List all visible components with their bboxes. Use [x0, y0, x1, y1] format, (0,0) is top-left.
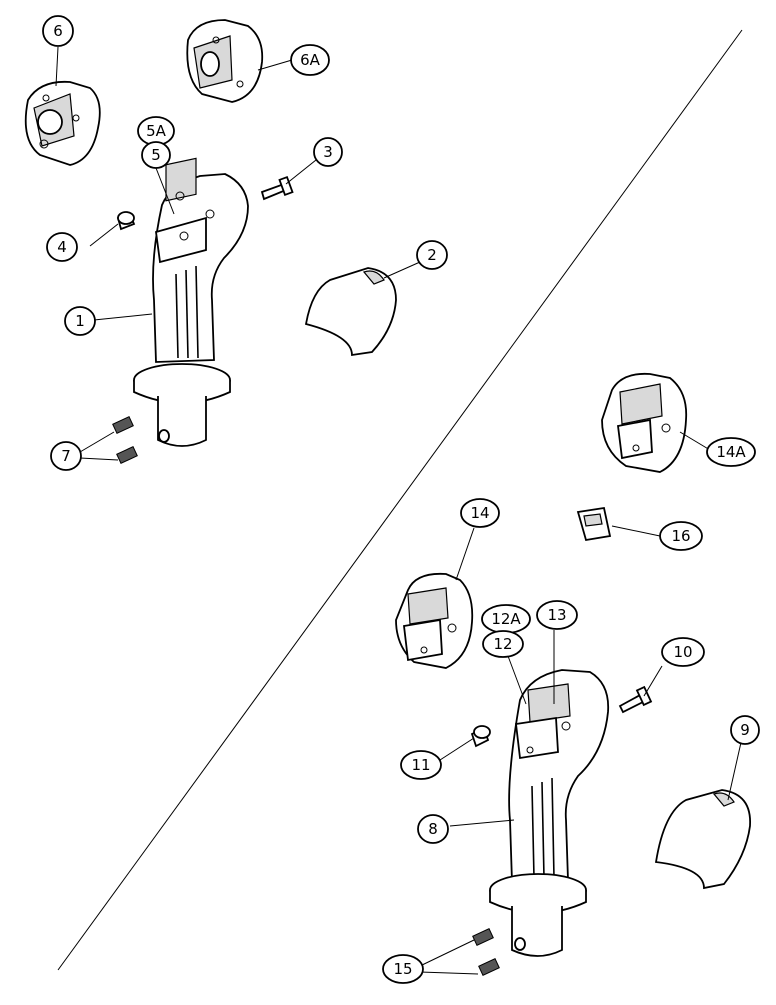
callout-5-label: 5 — [151, 146, 161, 164]
part-10-bolt — [618, 685, 653, 714]
callout-14a: 14A — [706, 437, 756, 467]
callout-15-label: 15 — [393, 960, 412, 978]
part-7-set-screws — [112, 416, 138, 464]
part-15-set-screws — [472, 928, 500, 976]
callout-4: 4 — [46, 232, 78, 262]
callout-6-label: 6 — [53, 22, 63, 40]
callout-3: 3 — [313, 137, 343, 167]
callout-7: 7 — [50, 441, 82, 471]
callout-2: 2 — [416, 240, 448, 270]
callout-1-label: 1 — [75, 312, 85, 330]
callout-14-label: 14 — [470, 504, 489, 522]
callout-7-label: 7 — [61, 447, 71, 465]
callout-5a-label: 5A — [146, 122, 167, 140]
callout-14a-label: 14A — [716, 443, 746, 461]
callout-6a: 6A — [290, 44, 330, 76]
callout-6: 6 — [42, 15, 74, 47]
callout-5a: 5A — [137, 116, 175, 146]
callout-2-label: 2 — [427, 246, 437, 264]
callout-12-label: 12 — [493, 635, 512, 653]
part-1-joystick-handle — [133, 157, 249, 447]
callout-13: 13 — [536, 600, 578, 630]
callout-3-label: 3 — [323, 143, 333, 161]
divider-line — [57, 29, 743, 971]
part-3-bolt — [260, 175, 294, 201]
part-9-rear-shroud — [654, 789, 751, 890]
part-6-switch-cover — [24, 80, 101, 166]
leader-lines — [55, 46, 743, 975]
callout-15: 15 — [382, 954, 424, 984]
callout-9-label: 9 — [740, 721, 750, 739]
callout-12: 12 — [482, 630, 524, 658]
part-4-screw — [116, 211, 136, 231]
callout-11-label: 11 — [411, 756, 430, 774]
part-6a-switch-cover — [186, 19, 264, 103]
callout-16-label: 16 — [671, 527, 690, 545]
part-16-rocker-switch — [576, 506, 612, 542]
callout-5: 5 — [141, 141, 171, 169]
callout-9: 9 — [730, 715, 760, 745]
callout-14: 14 — [460, 498, 500, 528]
part-11-screw — [470, 725, 491, 748]
callout-8-label: 8 — [428, 820, 438, 838]
callout-16: 16 — [659, 521, 703, 551]
callout-10-label: 10 — [673, 643, 692, 661]
part-14a-switch-cover — [601, 372, 688, 473]
callout-13-label: 13 — [547, 606, 566, 624]
callout-11: 11 — [400, 750, 442, 780]
callout-1: 1 — [64, 306, 96, 336]
callout-4-label: 4 — [57, 238, 67, 256]
part-14-switch-cover — [395, 572, 474, 669]
callout-6a-label: 6A — [300, 51, 321, 69]
part-8-joystick-handle — [489, 669, 610, 957]
part-2-rear-shroud — [304, 267, 397, 357]
callout-10: 10 — [661, 637, 705, 667]
callout-12a: 12A — [481, 604, 531, 634]
callout-8: 8 — [417, 814, 449, 844]
callout-12a-label: 12A — [491, 610, 521, 628]
